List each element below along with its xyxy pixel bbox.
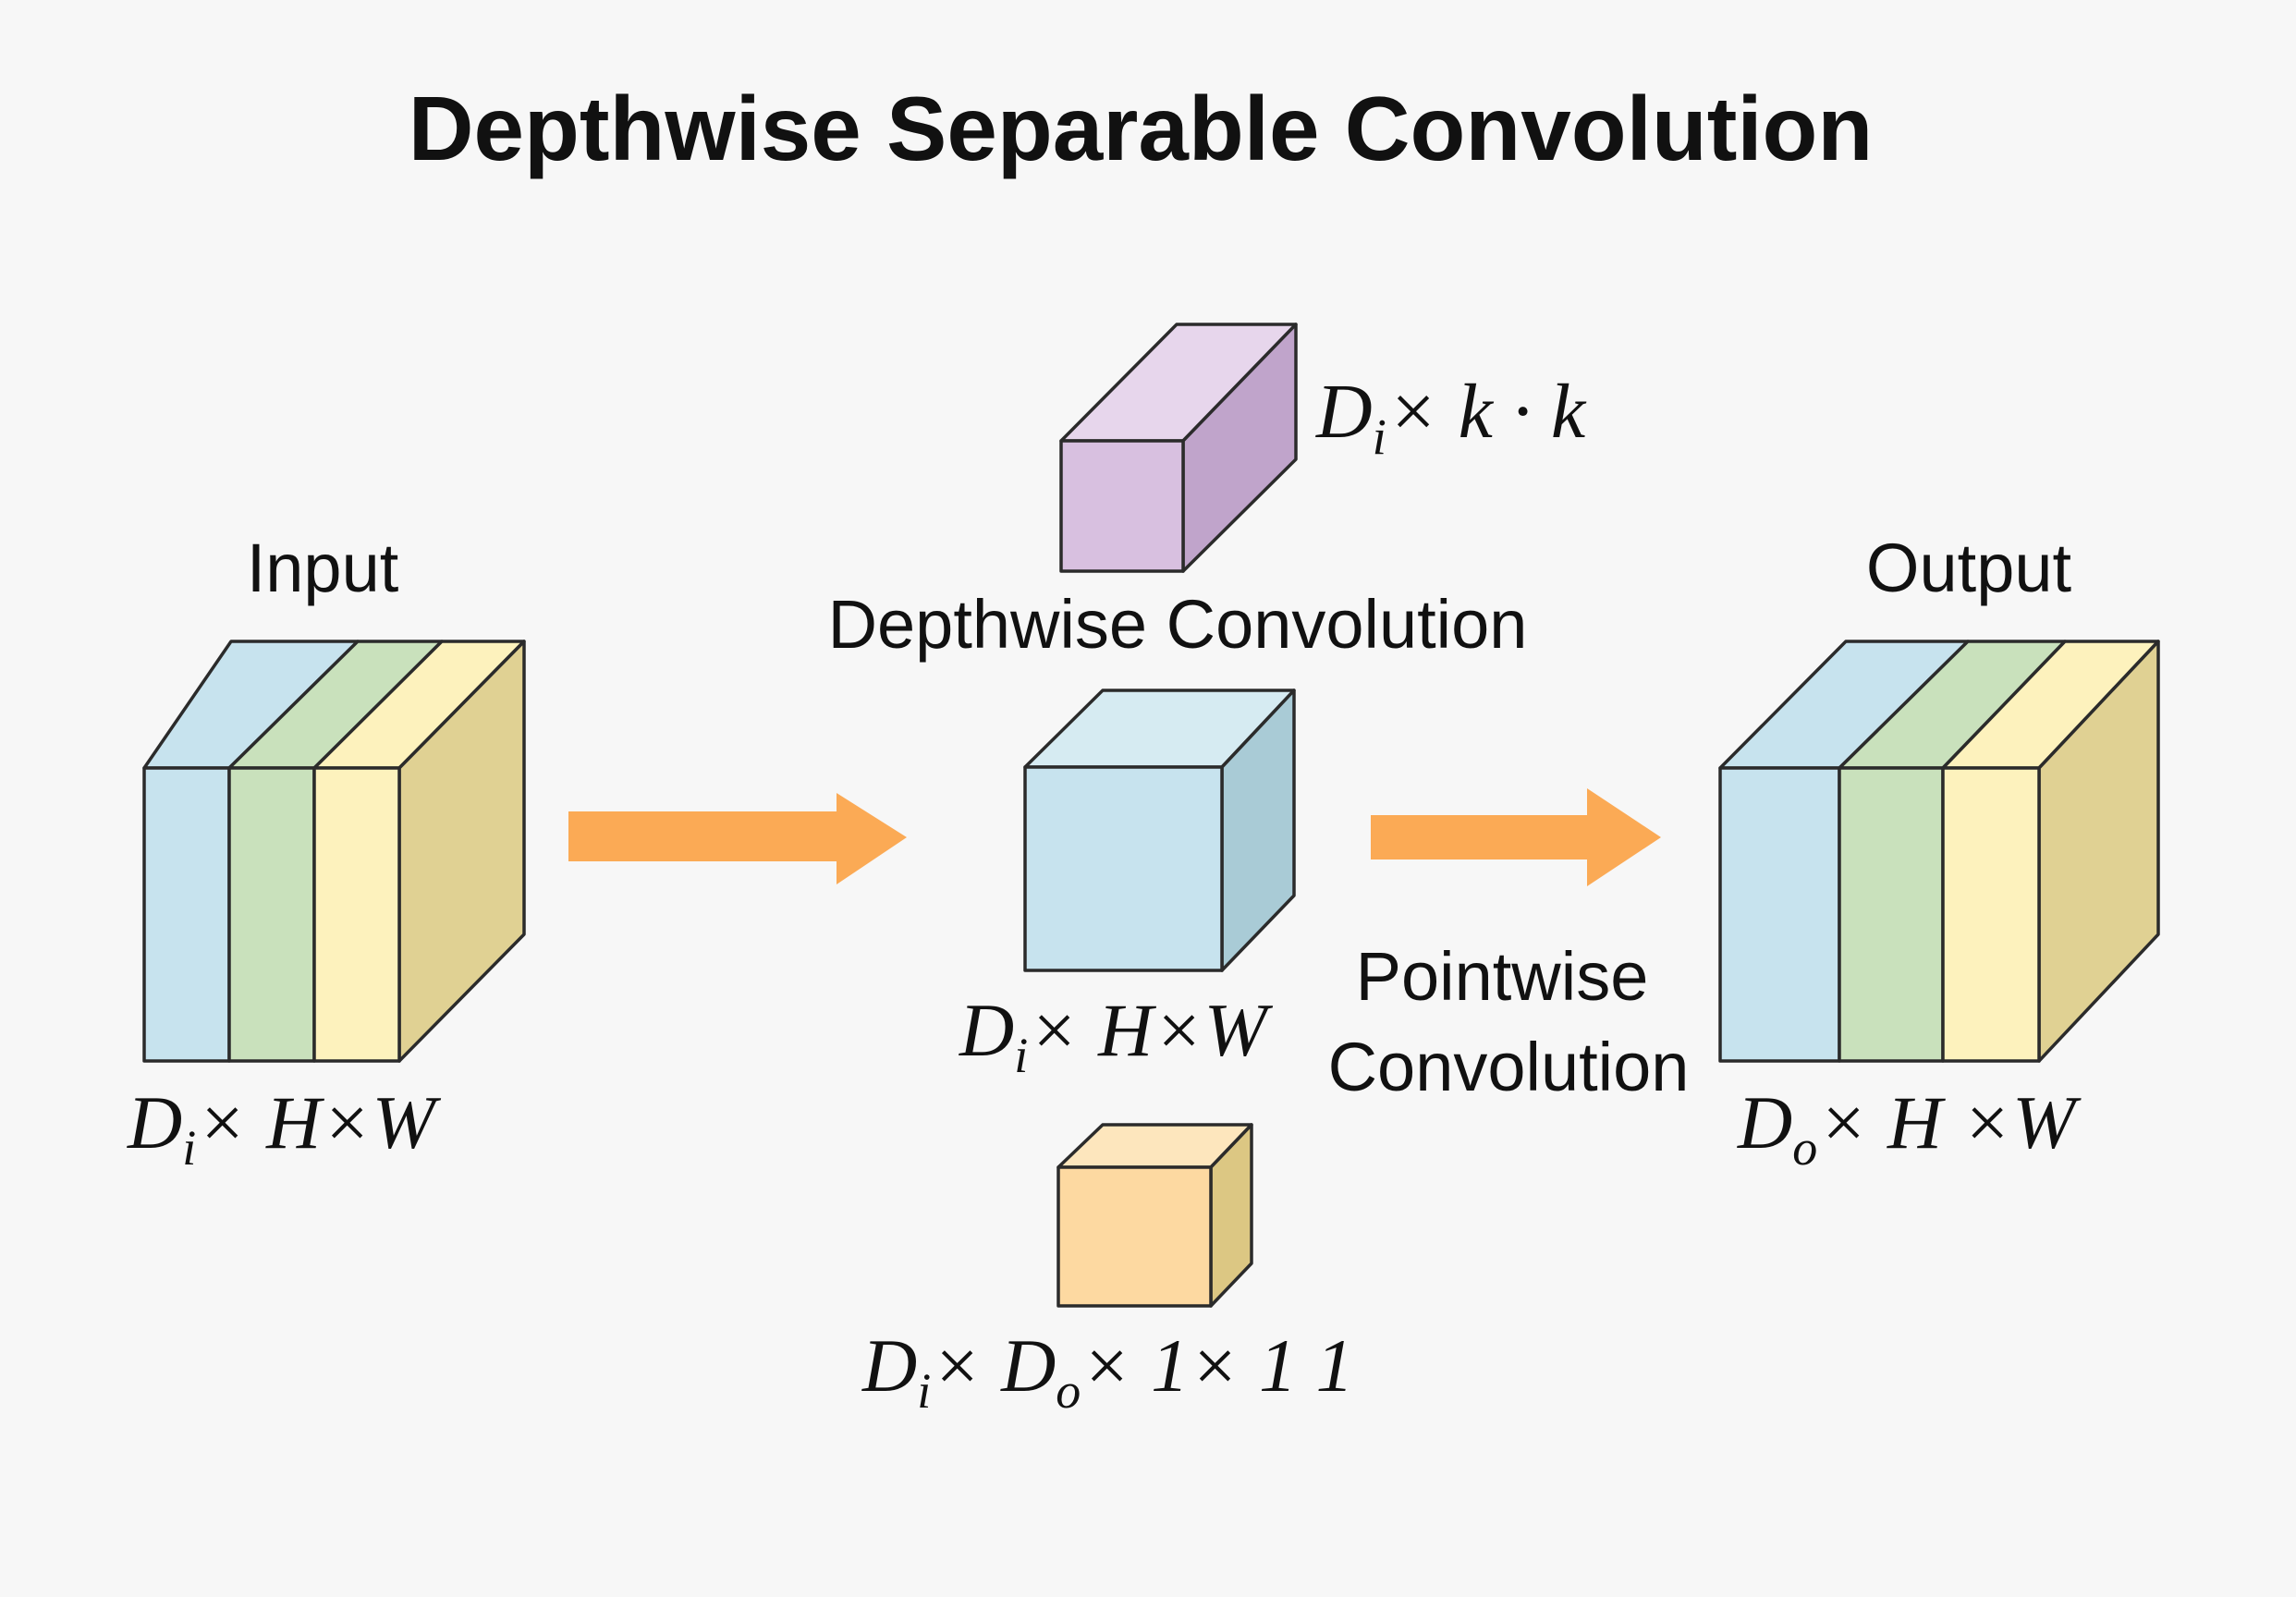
arrow-input-to-depthwise <box>568 793 907 884</box>
depthwise-kernel-front <box>1059 439 1185 573</box>
depthwise-kernel-dimensions: Di× k · k <box>1315 369 1587 465</box>
output-label: Output <box>1866 530 2072 606</box>
input-tensor <box>142 640 526 1063</box>
depthwise-kernel <box>1059 323 1298 573</box>
pointwise-kernel-front <box>1056 1165 1213 1308</box>
output-channel-blue <box>1718 766 1841 1063</box>
input-channel-green <box>227 766 316 1063</box>
diagram-title: Depthwise Separable Convolution <box>409 78 1874 179</box>
output-channel-green <box>1838 766 1945 1063</box>
pointwise-convolution-label-line1: Pointwise <box>1356 938 1649 1015</box>
output-dimensions: Do× H ×W <box>1737 1080 2082 1176</box>
input-channel-blue <box>142 766 231 1063</box>
input-label: Input <box>247 530 399 606</box>
pointwise-kernel-dimensions: Di× Do× 1× 1 1 <box>861 1323 1353 1419</box>
depthwise-convolution-label: Depthwise Convolution <box>828 586 1528 663</box>
pointwise-kernel <box>1056 1123 1253 1308</box>
output-tensor <box>1718 640 2160 1063</box>
input-dimensions: Di× H×W <box>127 1080 442 1176</box>
intermediate-front <box>1023 765 1224 972</box>
intermediate-dimensions: Di× H×W <box>959 988 1274 1083</box>
intermediate-tensor <box>1023 689 1296 972</box>
output-channel-yellow <box>1941 766 2041 1063</box>
pointwise-convolution-label-line2: Convolution <box>1328 1029 1690 1105</box>
input-channel-yellow <box>312 766 401 1063</box>
arrow-depthwise-to-output <box>1371 788 1661 886</box>
